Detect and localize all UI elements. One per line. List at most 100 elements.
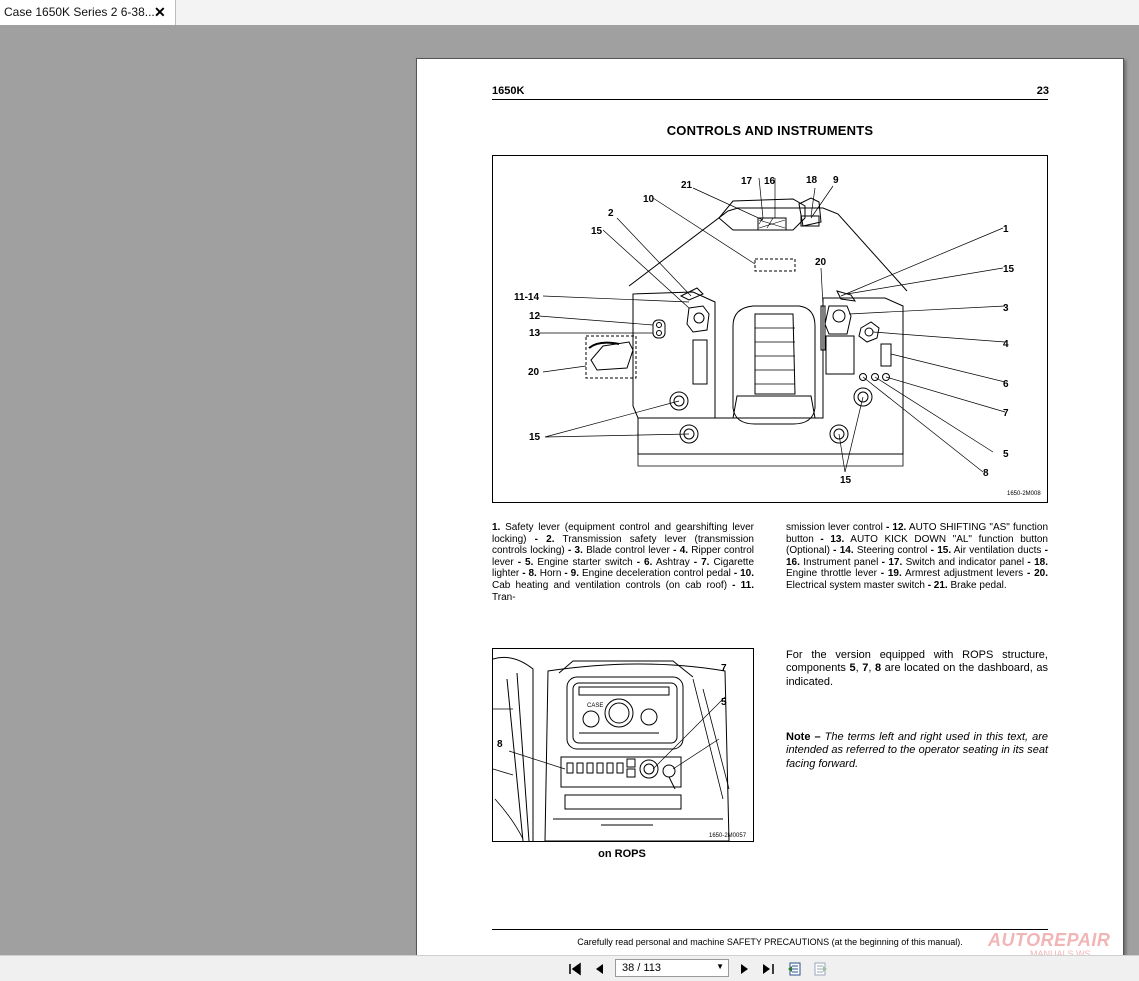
callout-2: 2 bbox=[608, 208, 614, 219]
caption-left: 1. Safety lever (equipment control and g… bbox=[492, 522, 754, 603]
caption-item-number: - 14. bbox=[833, 545, 854, 557]
callout-15-bottom: 15 bbox=[840, 475, 852, 486]
document-tab[interactable]: Case 1650K Series 2 6-38... ✕ bbox=[0, 0, 176, 25]
para-sep-1: , bbox=[855, 662, 863, 675]
caption-item-text: Brake pedal. bbox=[947, 579, 1007, 591]
page-title: CONTROLS AND INSTRUMENTS bbox=[666, 123, 874, 138]
chevron-down-icon: ▼ bbox=[716, 962, 724, 971]
caption-item-text: Engine deceleration control pedal bbox=[579, 568, 734, 580]
fig2-brand: CASE bbox=[587, 703, 603, 709]
caption-item-number: - 7. bbox=[693, 556, 710, 568]
caption-item-number: - 6. bbox=[636, 556, 653, 568]
note-paragraph: Note – The terms left and right used in … bbox=[786, 731, 1048, 771]
caption-item-text: Instrument panel bbox=[799, 556, 882, 568]
caption-item-text: AUTO SHIFTING "AS" function button bbox=[786, 522, 1048, 545]
page-header-model: 1650K bbox=[492, 85, 525, 97]
cab-controls-diagram: 21 17 16 18 9 10 2 15 1 20 15 11-14 3 12… bbox=[492, 155, 1048, 503]
caption-item-number: - 19. bbox=[880, 568, 902, 580]
caption-item-number: - 12. bbox=[885, 522, 907, 533]
caption-item-text: Ashtray bbox=[652, 556, 694, 568]
fig2-callout-5: 5 bbox=[721, 697, 727, 708]
caption-item-number: - 13. bbox=[820, 533, 845, 545]
caption-item-text: Armrest adjustment levers bbox=[901, 568, 1027, 580]
page-footer: Carefully read personal and machine SAFE… bbox=[577, 937, 963, 947]
para-ref-8: 8 bbox=[874, 662, 882, 675]
caption-item-text: Switch and indicator panel bbox=[902, 556, 1028, 568]
callout-5: 5 bbox=[1003, 449, 1009, 460]
fig1-callouts: 21 17 16 18 9 10 2 15 1 20 15 11-14 3 12… bbox=[514, 175, 1041, 497]
callout-18: 18 bbox=[806, 175, 818, 186]
para-text-1: For the version equipped with ROPS struc… bbox=[786, 649, 1048, 675]
caption-item-text: Electrical system master switch bbox=[786, 579, 928, 591]
caption-item-number: - 10. bbox=[733, 568, 755, 580]
callout-12: 12 bbox=[529, 311, 541, 322]
callout-16: 16 bbox=[764, 176, 776, 187]
caption-item-number: - 18. bbox=[1027, 556, 1049, 568]
caption-item-number: - 15. bbox=[930, 545, 952, 557]
callout-15-top: 15 bbox=[591, 226, 603, 237]
first-page-icon[interactable] bbox=[568, 962, 582, 976]
caption-item-number: - 5. bbox=[517, 556, 534, 568]
callout-8: 8 bbox=[983, 468, 989, 479]
back-view-icon[interactable] bbox=[787, 961, 803, 977]
caption-item-number: - 11. bbox=[732, 579, 754, 591]
caption-item-text: smission lever control bbox=[786, 522, 886, 533]
fig2-callout-7: 7 bbox=[721, 663, 727, 674]
caption-item-text: Air ventilation ducts bbox=[951, 545, 1045, 557]
header-rule bbox=[492, 99, 1048, 100]
callout-21: 21 bbox=[681, 180, 693, 191]
para-sep-2: , bbox=[868, 662, 875, 675]
caption-item-number: - 3. bbox=[567, 545, 583, 557]
callout-11-14: 11-14 bbox=[514, 292, 539, 303]
callout-13: 13 bbox=[529, 328, 541, 339]
page-number: 23 bbox=[1036, 85, 1049, 97]
tab-bar: Case 1650K Series 2 6-38... ✕ bbox=[0, 0, 1139, 26]
fig2-code: 1650-2M0057 bbox=[709, 833, 747, 839]
caption-item-text: Steering control bbox=[853, 545, 931, 557]
callout-4: 4 bbox=[1003, 339, 1009, 350]
last-page-icon[interactable] bbox=[761, 962, 775, 976]
para-ref-7: 7 bbox=[862, 662, 869, 675]
caption-item-number: - 8. bbox=[522, 568, 537, 580]
caption-item-number: - 16. bbox=[786, 545, 1049, 568]
cab-diagram-svg: 21 17 16 18 9 10 2 15 1 20 15 11-14 3 12… bbox=[514, 175, 1041, 497]
caption-item-text: Cab heating and ventilation controls (on… bbox=[492, 579, 733, 591]
callout-15-left: 15 bbox=[529, 432, 541, 443]
caption-item-text: Engine starter switch bbox=[533, 556, 637, 568]
next-page-icon[interactable] bbox=[737, 962, 751, 976]
rops-paragraph: For the version equipped with ROPS struc… bbox=[786, 649, 1048, 689]
callout-7: 7 bbox=[1003, 408, 1009, 419]
callout-10: 10 bbox=[643, 194, 655, 205]
previous-page-icon[interactable] bbox=[593, 962, 607, 976]
caption-item-text: Ripper control lever bbox=[492, 545, 755, 568]
forward-view-icon[interactable] bbox=[812, 961, 828, 977]
caption-item-text: Safety lever (equipment control and gear… bbox=[492, 522, 754, 545]
callout-17: 17 bbox=[741, 176, 753, 187]
callout-15-right: 15 bbox=[1003, 264, 1015, 275]
caption-item-text: Cigarette lighter bbox=[492, 556, 755, 580]
footer-rule bbox=[492, 929, 1048, 930]
tab-title: Case 1650K Series 2 6-38... bbox=[4, 5, 155, 19]
document-viewer[interactable]: 1650K 23 CONTROLS AND INSTRUMENTS bbox=[0, 25, 1139, 973]
para-ref-5: 5 bbox=[849, 662, 856, 675]
caption-item-number: 1. bbox=[492, 522, 501, 533]
caption-item-number: - 20. bbox=[1026, 568, 1049, 580]
para-text-2: are located on the dashboard, as indicat… bbox=[786, 662, 1048, 688]
note-label: Note – bbox=[786, 731, 821, 743]
caption-item-text: Engine throttle lever bbox=[786, 568, 881, 580]
caption-right: smission lever control - 12. AUTO SHIFTI… bbox=[786, 522, 1048, 592]
page-number-dropdown[interactable]: 38 / 113 ▼ bbox=[615, 959, 729, 977]
rops-dashboard-svg: CASE 7 5 8 1650-2M0057 bbox=[492, 656, 747, 842]
callout-6: 6 bbox=[1003, 379, 1009, 390]
note-text: The terms left and right used in this te… bbox=[786, 731, 1048, 770]
pdf-page: 1650K 23 CONTROLS AND INSTRUMENTS bbox=[416, 58, 1124, 973]
caption-item-number: - 9. bbox=[564, 568, 580, 580]
callout-3: 3 bbox=[1003, 303, 1009, 314]
watermark-subtitle: MANUALS.WS bbox=[1030, 949, 1091, 959]
fig2-callout-8: 8 bbox=[497, 739, 503, 750]
watermark-logo: AUTOREPAIR bbox=[988, 930, 1111, 950]
fig2-caption: on ROPS bbox=[598, 848, 646, 860]
callout-20-seat: 20 bbox=[815, 257, 827, 268]
caption-item-text: AUTO KICK DOWN "AL" function button (Opt… bbox=[786, 533, 1048, 557]
close-tab-icon[interactable]: ✕ bbox=[154, 4, 166, 20]
